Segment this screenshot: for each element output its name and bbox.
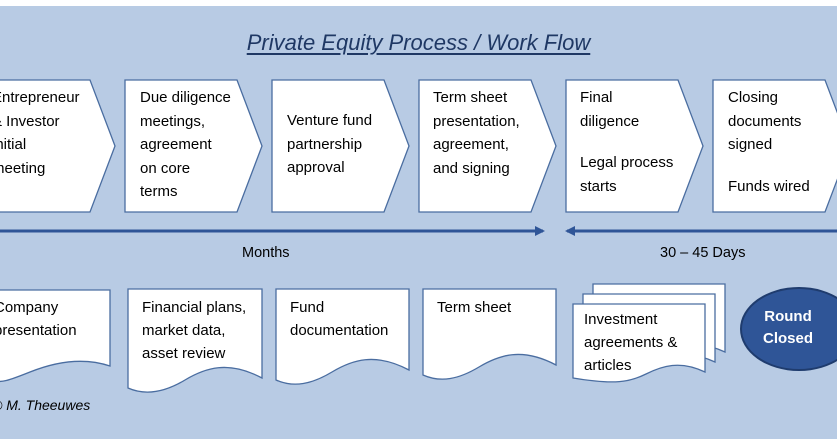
stage-label-1: Entrepreneur & Investor initial meeting xyxy=(0,86,80,180)
stage-6-line-4: Funds wired xyxy=(728,177,810,195)
stage-chevron-4 xyxy=(418,79,557,213)
stage-label-4: Term sheet presentation, agreement, and … xyxy=(433,86,520,180)
stage-chevron-2 xyxy=(124,79,263,213)
document-label-1: Company presentation xyxy=(0,296,77,342)
stage-1-line-2: & Investor xyxy=(0,112,60,130)
round-closed-line-2: Closed xyxy=(762,330,813,347)
stage-2-line-5: terms xyxy=(140,183,178,200)
stage-label-2: Due diligence meetings, agreement on cor… xyxy=(140,86,231,204)
document-4-line-1: Term sheet xyxy=(437,299,512,316)
stage-1-line-4: meeting xyxy=(0,159,46,177)
document-5-line-2: agreements & xyxy=(584,334,678,351)
stage-label-6: Closing documents signed Funds wired xyxy=(728,86,810,198)
stage-3-line-2: partnership xyxy=(287,135,363,153)
stage-6-line-1: Closing xyxy=(728,89,779,106)
document-shape-3 xyxy=(275,288,410,385)
credit-text: © M. Theeuwes xyxy=(0,397,91,413)
document-shape-4 xyxy=(422,288,557,380)
stage-2-line-2: meetings, xyxy=(140,112,206,130)
stage-label-3: Venture fund partnership approval xyxy=(287,109,372,180)
stage-chevron-5 xyxy=(565,79,704,213)
months-label: Months xyxy=(242,245,290,261)
stage-chevron-1 xyxy=(0,79,116,213)
stage-chevrons xyxy=(0,79,837,213)
document-label-4: Term sheet xyxy=(437,296,511,319)
stage-5-line-1: Final xyxy=(580,89,613,106)
document-5-line-1: Investment xyxy=(584,311,658,328)
round-closed-line-1: Round xyxy=(764,308,812,325)
days-label: 30 – 45 Days xyxy=(660,245,746,261)
document-2-line-3: asset review xyxy=(142,345,226,362)
stage-2-line-4: on core xyxy=(140,159,191,177)
stage-chevron-3 xyxy=(271,79,410,213)
stage-5-line-4: starts xyxy=(580,177,617,195)
stage-4-line-3: agreement, xyxy=(433,136,509,153)
round-closed-ellipse: Round Closed xyxy=(740,287,837,371)
document-shapes xyxy=(0,283,726,393)
stage-2-line-1: Due diligence xyxy=(140,89,231,106)
stage-2-line-3: agreement xyxy=(140,136,212,153)
document-3-line-2: documentation xyxy=(290,322,389,339)
document-label-2: Financial plans, market data, asset revi… xyxy=(142,296,246,365)
stage-5-line-3: Legal process xyxy=(580,154,674,171)
document-5-line-3: articles xyxy=(584,357,632,374)
stage-1-line-1: Entrepreneur xyxy=(0,89,80,106)
stage-4-line-4: and signing xyxy=(433,159,510,177)
stage-4-line-2: presentation, xyxy=(433,112,520,130)
stage-1-line-3: initial xyxy=(0,136,27,153)
stage-6-line-2: documents xyxy=(728,112,802,130)
document-label-5: Investment agreements & articles xyxy=(584,308,677,377)
document-stack-front xyxy=(572,303,706,383)
stage-5-line-2: diligence xyxy=(580,112,640,130)
document-2-line-1: Financial plans, xyxy=(142,299,247,316)
document-shape-1 xyxy=(0,289,111,383)
document-1-line-1: Company xyxy=(0,299,59,316)
page-title: Private Equity Process / Work Flow xyxy=(246,30,591,55)
document-3-line-1: Fund xyxy=(290,299,325,316)
stage-label-5: Final diligence Legal process starts xyxy=(580,86,673,198)
document-shape-2 xyxy=(127,288,263,393)
stage-3-line-3: approval xyxy=(287,159,345,176)
document-label-3: Fund documentation xyxy=(290,296,388,342)
document-2-line-2: market data, xyxy=(142,322,226,339)
stage-4-line-1: Term sheet xyxy=(433,89,508,106)
stage-6-line-3: signed xyxy=(728,136,773,153)
stage-3-line-1: Venture fund xyxy=(287,112,373,129)
stage-chevron-6 xyxy=(712,79,837,213)
document-1-line-2: presentation xyxy=(0,322,77,339)
